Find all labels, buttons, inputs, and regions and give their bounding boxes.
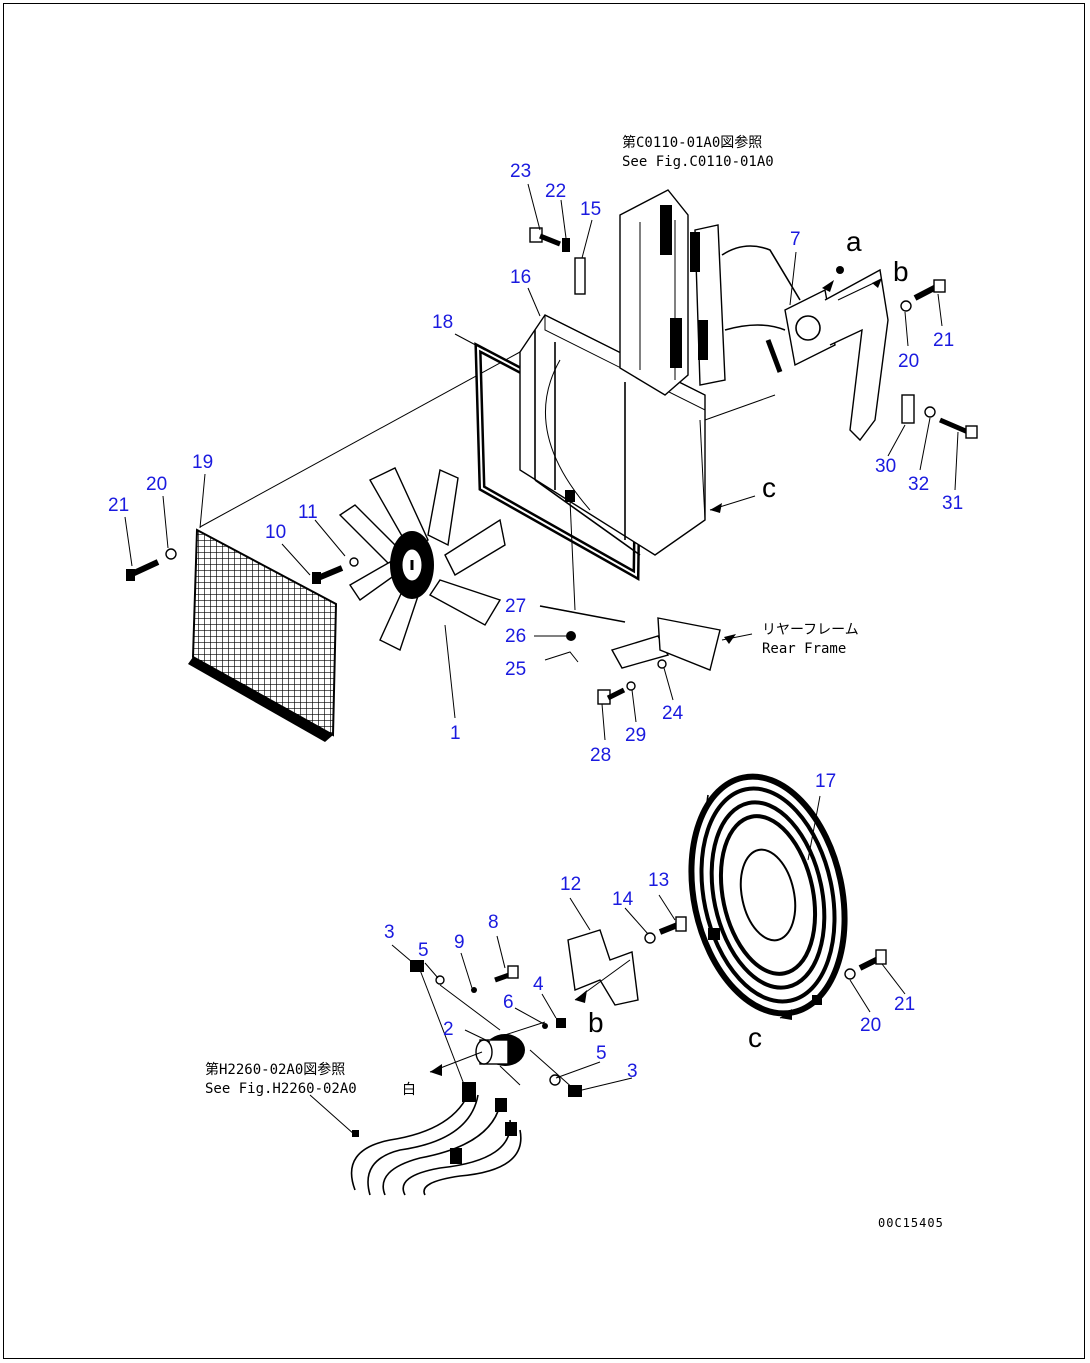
part-number: 13: [648, 870, 669, 891]
part-number: 18: [432, 312, 453, 333]
part-number: 24: [662, 703, 684, 724]
note-top-jp: 第C0110-01A0図参照: [622, 134, 762, 151]
hydraulic-hoses: [309, 1082, 522, 1196]
part-number: 9: [454, 932, 465, 953]
part-number: 2: [443, 1019, 454, 1040]
part-number: 5: [418, 940, 429, 961]
part-number: 31: [942, 493, 963, 514]
part-number: 21: [933, 330, 954, 351]
note-bottom-en: See Fig.H2260-02A0: [205, 1081, 357, 1097]
ref-letter-c: c: [762, 472, 776, 503]
bracket-bolts-right: [822, 278, 978, 439]
part-number: 23: [510, 161, 531, 182]
part-number: 25: [505, 659, 526, 680]
part-number: 21: [894, 994, 915, 1015]
note-bottom-mark: 白: [402, 1082, 416, 1098]
note-bottom-jp: 第H2260-02A0図参照: [205, 1061, 345, 1078]
part-number: 20: [146, 474, 167, 495]
part-number: 15: [580, 199, 601, 220]
hose-fittings: [410, 960, 582, 1101]
part-number: 19: [192, 452, 213, 473]
ref-letter-b: b: [893, 256, 909, 287]
part-number: 10: [265, 522, 286, 543]
part-number: 29: [625, 725, 646, 746]
part-number: 8: [488, 912, 499, 933]
cooling-fan: [338, 467, 506, 651]
part-number: 22: [545, 181, 566, 202]
mounting-plate: [567, 929, 639, 1006]
part-number: 30: [875, 456, 896, 477]
note-frame-jp: リヤーフレーム: [762, 622, 859, 638]
guard-bolt-upper: [644, 916, 687, 944]
part-number: 5: [596, 1043, 607, 1064]
part-number: 7: [790, 229, 801, 250]
part-number: 17: [815, 771, 836, 792]
guard-bolt-lower: [844, 949, 887, 980]
part-number: 32: [908, 474, 929, 495]
upper-bolt: [529, 227, 570, 252]
part-number: 3: [627, 1061, 638, 1082]
ref-letter-c-bottom: c: [748, 1022, 762, 1053]
grille-bolt-left: [126, 548, 177, 581]
ref-letter-a: a: [846, 226, 862, 257]
part-number: 26: [505, 626, 526, 647]
part-number: 1: [450, 723, 461, 744]
part-number: 28: [590, 745, 611, 766]
part-number: 4: [533, 974, 544, 995]
upper-bracket: [574, 189, 889, 442]
part-number: 27: [505, 596, 526, 617]
hydraulic-motor: [429, 1021, 546, 1086]
drawing-code: 00C15405: [878, 1216, 944, 1230]
part-number: 21: [108, 495, 129, 516]
part-number: 20: [898, 351, 919, 372]
part-number: 16: [510, 267, 531, 288]
part-number: 11: [298, 502, 318, 523]
part-number: 3: [384, 922, 395, 943]
leader-lines: [124, 183, 959, 1091]
reference-arrow-c-top: [709, 495, 756, 513]
fan-bolt: [312, 557, 359, 584]
radiator-grille: [188, 351, 521, 742]
reference-arrow-c-bottom: [779, 1001, 816, 1020]
part-number: 12: [560, 874, 581, 895]
part-number: 20: [860, 1015, 881, 1036]
ref-letter-b-bottom: b: [588, 1007, 604, 1038]
note-top-en: See Fig.C0110-01A0: [622, 154, 774, 170]
note-frame-en: Rear Frame: [762, 641, 846, 657]
part-number: 14: [612, 889, 634, 910]
part-number: 6: [503, 992, 514, 1013]
fan-guard: [688, 773, 848, 1017]
rear-frame-bracket: [539, 490, 753, 705]
drawing-frame: [3, 3, 1085, 1359]
